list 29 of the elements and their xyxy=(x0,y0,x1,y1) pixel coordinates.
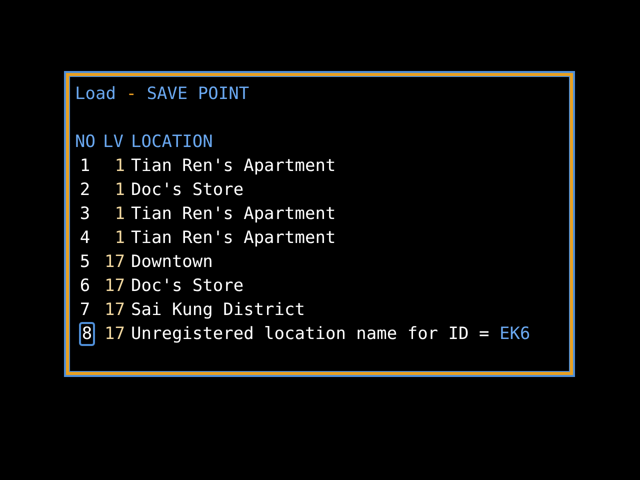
location-name: Doc's Store xyxy=(131,180,244,200)
location-name: Tian Ren's Apartment xyxy=(131,204,336,224)
level-value: 17 xyxy=(104,324,125,344)
location-name: Unregistered location name for ID = EK6 xyxy=(131,324,530,344)
level-value: 17 xyxy=(104,276,125,296)
row-number: 4 xyxy=(78,228,92,248)
row-number: 7 xyxy=(78,300,92,320)
dialog-title: Load - SAVE POINT xyxy=(75,84,250,104)
dialog-panel xyxy=(66,73,573,375)
location-name: Sai Kung District xyxy=(131,300,305,320)
selected-row-number: 8 xyxy=(79,322,95,346)
level-value: 1 xyxy=(114,204,125,224)
column-header: LV xyxy=(103,132,124,152)
location-name: Tian Ren's Apartment xyxy=(131,156,336,176)
row-number: 5 xyxy=(78,252,92,272)
location-name: Tian Ren's Apartment xyxy=(131,228,336,248)
row-number: 3 xyxy=(78,204,92,224)
level-value: 1 xyxy=(114,156,125,176)
row-number: 6 xyxy=(78,276,92,296)
location-name: Downtown xyxy=(131,252,213,272)
level-value: 1 xyxy=(114,228,125,248)
column-header: NO xyxy=(75,132,96,152)
column-header: LOCATION xyxy=(131,132,213,152)
level-value: 17 xyxy=(104,252,125,272)
level-value: 1 xyxy=(114,180,125,200)
row-number: 1 xyxy=(78,156,92,176)
level-value: 17 xyxy=(104,300,125,320)
row-number: 2 xyxy=(78,180,92,200)
location-name: Doc's Store xyxy=(131,276,244,296)
